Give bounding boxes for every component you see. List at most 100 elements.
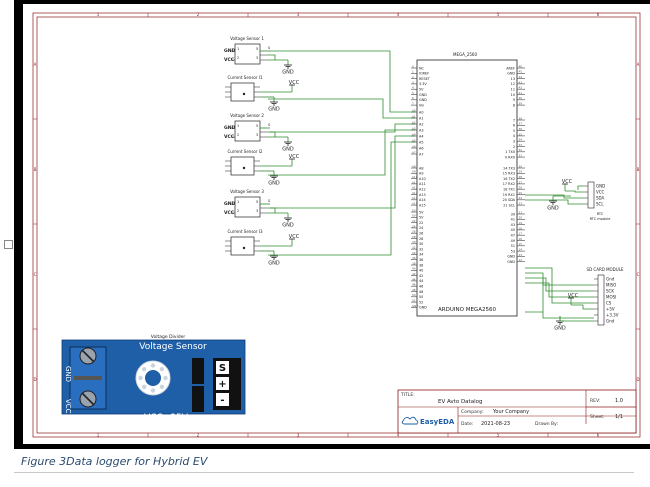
spi-wire (525, 282, 594, 298)
rtc-gnd-wire (577, 185, 584, 190)
mega-pin-name: A12 (419, 188, 426, 192)
gnd-label: GND (282, 147, 294, 153)
rtc-pin-label: SDA (596, 195, 605, 200)
gnd-label: GND (547, 206, 559, 212)
mega-pin-number: 45 (519, 70, 523, 74)
selection-handle[interactable] (4, 240, 13, 249)
mega-pin-name: 41 (511, 218, 515, 222)
sd-pin-label: MISO (606, 282, 616, 287)
mega-pin-number: 4 (412, 86, 414, 90)
vcc-label: VCC (289, 234, 300, 240)
mega-pin-number: 20 (519, 216, 523, 220)
mega-top-label: MEGA_2560 (453, 52, 477, 57)
rtc-pin-label: VCC (596, 189, 605, 194)
mega-pin-number: 23 (519, 202, 523, 206)
mega-pin-number: 40 (519, 96, 523, 100)
mega-pin-number: 34 (519, 138, 523, 142)
mega-pin-number: A9 (412, 170, 416, 174)
mega-pin-number: 22 (412, 219, 416, 223)
current-sensor-marker (242, 246, 246, 250)
mega-pin-number: A6 (412, 144, 416, 148)
sensor-pin-number: 1 (237, 200, 239, 204)
mega-pin-number: 16 (519, 237, 523, 241)
frame-row-label: C (34, 272, 37, 277)
mega-pin-name: 18 TX1 (503, 188, 515, 192)
mega-pin-name: 1 TX0 (505, 150, 515, 154)
sensor-title: Voltage Sensor 3 (230, 189, 264, 194)
vcc-label: VCC (289, 154, 300, 160)
mega-pin-name: A11 (419, 182, 426, 186)
sd-pin-label: Gnd (606, 276, 615, 281)
mega-pin-number: A0 (412, 108, 416, 112)
gnd-label: GND (282, 223, 294, 229)
mega-pin-number: A14 (412, 196, 418, 200)
mega-pin-name: 8 (513, 103, 515, 107)
sensor-out-label: S (268, 123, 271, 127)
mega-pin-name: IOREF (419, 72, 429, 76)
frame-column-label: 2 (197, 12, 200, 17)
voltage-sensor-body (234, 120, 261, 142)
caption-divider (14, 472, 634, 473)
sensor-pin-label: VCC (224, 134, 235, 140)
mega-pin-name: A15 (419, 203, 426, 207)
date-label: Date: (461, 421, 473, 427)
mega-pin-number: 28 (412, 235, 416, 239)
mega-pin-number: 48 (412, 288, 416, 292)
sensor-pin-number: 2 (237, 209, 239, 213)
sensor-title: Current Sensor I2 (227, 149, 262, 154)
rev-label: REV: (590, 398, 600, 404)
mega-pin-number: 46 (519, 64, 523, 68)
sensor-pin-label: VCC (224, 57, 235, 63)
frame-column-label: 6 (597, 433, 600, 438)
mega-pin-name: 49 (511, 239, 515, 243)
mega-pin-number: A8 (412, 164, 416, 168)
figure-caption: Figure 3Data logger for Hybrid EV (21, 455, 208, 468)
mega-pin-name: 40 (419, 269, 423, 273)
mega-pin-number: 44 (519, 75, 523, 79)
current-sensor-body (230, 156, 255, 176)
hole-pad (141, 366, 147, 372)
mega-pin-number: 26 (519, 186, 523, 190)
spi-wire (525, 277, 594, 292)
mega-pin-number: 6 (412, 96, 414, 100)
mega-pin-number: 12 (519, 258, 523, 262)
mega-pin-name: 11 (511, 88, 515, 92)
mega-pin-name: A3 (419, 128, 423, 132)
sd-vcc-wire (571, 304, 594, 310)
mega-pin-name: A14 (419, 198, 426, 202)
mega-pin-number: 18 (519, 226, 523, 230)
mega-pin-number: A1 (412, 114, 416, 118)
vcc-label: VCC (289, 80, 300, 86)
mega-pin-name: 34 (419, 253, 423, 257)
header-pin-label: - (220, 395, 224, 406)
mega-pin-name: GND (507, 72, 515, 76)
mega-pin-name: 52 (419, 300, 423, 304)
analog-signal-wire (270, 50, 415, 113)
mega-pin-name: NC (419, 66, 425, 70)
header-pin (216, 361, 229, 374)
sensor-title: Voltage Sensor 2 (230, 113, 264, 118)
title-value: EV Avto Datalog (438, 399, 482, 405)
mega-pin-number: 30 (412, 240, 416, 244)
mega-pin-name: A13 (419, 193, 426, 197)
rtc-pin-label: SCL (596, 201, 604, 206)
title-block-frame (397, 389, 637, 434)
frame-column-label: 2 (197, 433, 200, 438)
mega-pin-number: A5 (412, 138, 416, 142)
hole-pad (141, 384, 147, 390)
drawing-inner-border (36, 16, 637, 434)
sensor-pin-label: GND (224, 201, 235, 207)
sensor-title: Current Sensor I1 (227, 75, 262, 80)
mega-pin-name: 21 SCL (503, 203, 515, 207)
sheet-value: 1/1 (615, 414, 623, 420)
mega-pin-number: 2 (412, 75, 414, 79)
mega-pin-name: 2 (513, 145, 515, 149)
mega-pin-number: A13 (412, 191, 418, 195)
mega-pin-number: 42 (519, 86, 523, 90)
mega-pin-name: A5 (419, 140, 423, 144)
mega-pin-name: A1 (419, 116, 423, 120)
mega-pin-number: 44 (412, 277, 416, 281)
mega-pin-name: 5V (419, 216, 424, 220)
mega-pin-number: 32 (412, 246, 416, 250)
